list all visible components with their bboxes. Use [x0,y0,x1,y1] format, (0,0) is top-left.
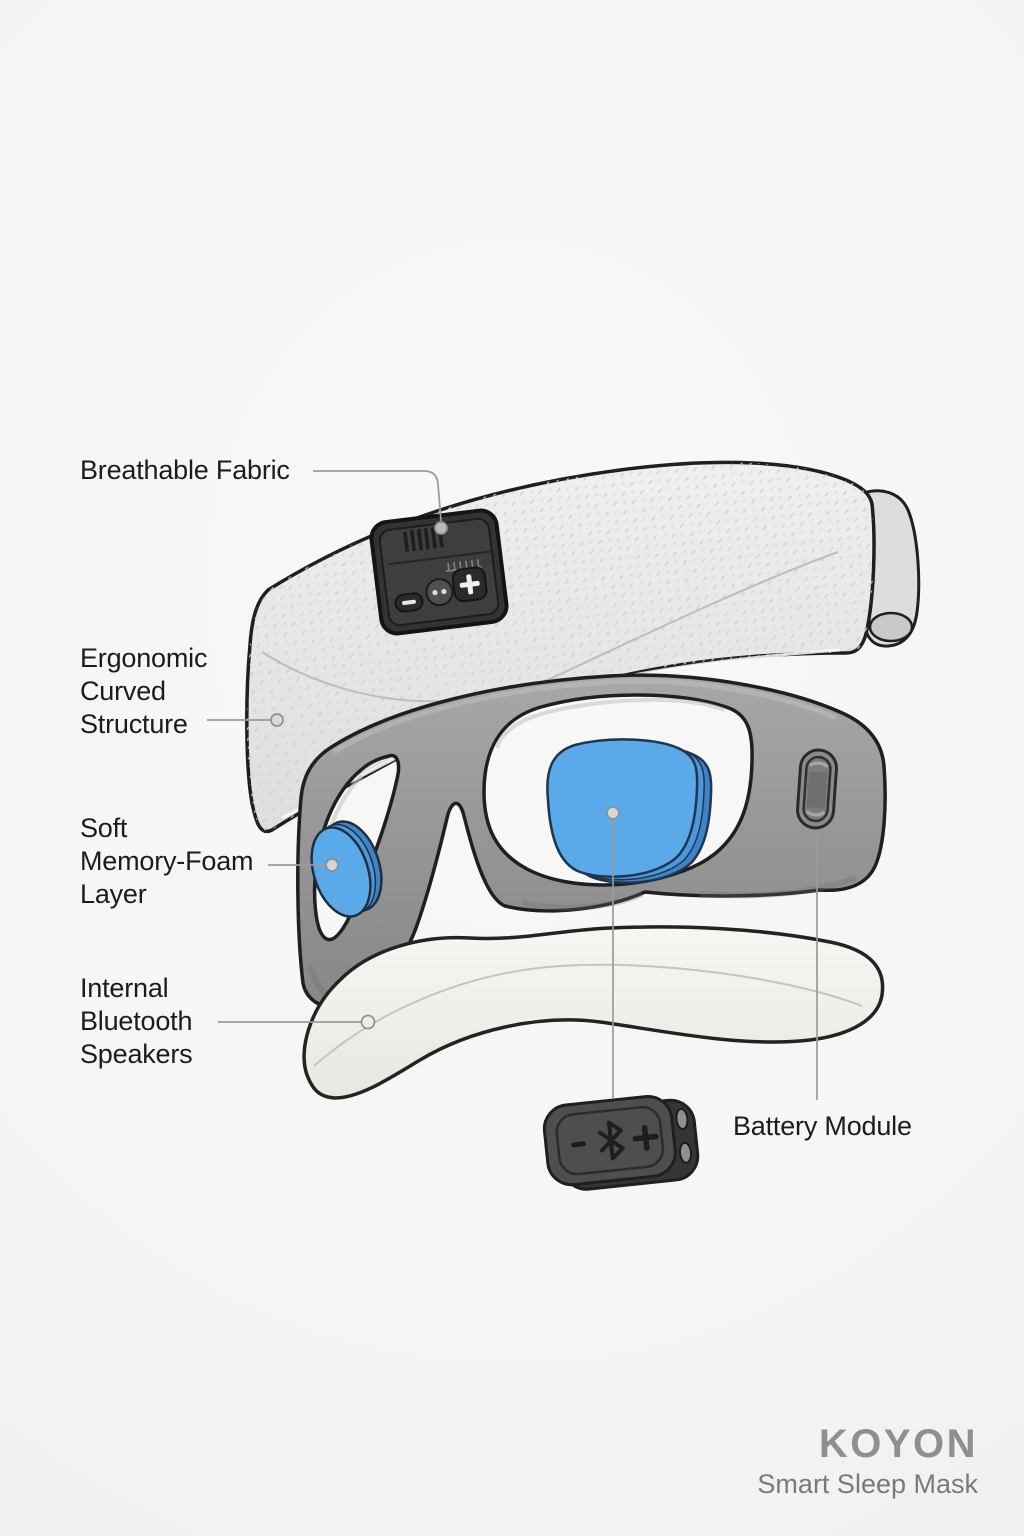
label-line: Breathable Fabric [80,455,290,485]
label-soft-memory-foam-layer: Soft Memory-Foam Layer [80,812,254,911]
volume-down-button[interactable] [394,592,424,613]
cushion-body [302,925,885,1100]
plus-icon [459,574,480,595]
dot-memory-foam [325,858,339,872]
minus-icon[interactable] [571,1141,587,1148]
speaker-vent-icon [403,527,444,552]
frame-top-highlight [332,678,838,755]
dot-breathable-fabric [434,521,448,535]
mask-frame [296,673,887,1010]
cushion-seam [313,963,863,1067]
plus-icon[interactable] [631,1124,660,1153]
headband-control-module [369,508,509,636]
battery-slot [796,748,838,830]
pod-slot-top [675,1108,689,1130]
brand-block: KOYON Smart Sleep Mask [757,1424,978,1498]
leader-breathable-fabric [313,470,442,522]
pod-slot-bottom [678,1141,693,1164]
label-line: Speakers [80,1039,193,1069]
leader-dots [270,521,620,1030]
dot-right-pad [606,806,620,820]
right-foam-pad [546,738,713,884]
label-ergonomic-curved-structure: Ergonomic Curved Structure [80,642,207,741]
label-line: Soft [80,813,128,843]
power-button[interactable] [425,578,454,607]
power-dots-icon [432,588,447,596]
module-divider [388,550,493,566]
label-line: Curved [80,676,166,706]
label-line: Bluetooth [80,1006,193,1036]
label-internal-bluetooth-speakers: Internal Bluetooth Speakers [80,972,193,1071]
left-foam-pad [310,820,383,918]
label-line: Structure [80,709,188,739]
dot-bluetooth-speakers [360,1014,376,1030]
label-breathable-fabric: Breathable Fabric [80,454,290,487]
eye-opening-rim-highlight [495,697,725,749]
brand-name: KOYON [818,1422,978,1466]
label-line: Battery Module [733,1111,912,1141]
label-line: Internal [80,973,169,1003]
dot-ergonomic [270,713,284,727]
pod-face [555,1105,665,1176]
label-line: Ergonomic [80,643,208,673]
inner-cushion [302,925,885,1100]
frame-body [296,673,887,1010]
battery-pod [542,1095,700,1191]
brand-tagline: Smart Sleep Mask [757,1469,978,1499]
minus-icon [402,599,416,605]
label-battery-module: Battery Module [733,1110,912,1143]
headband-seam [261,551,839,703]
leader-lines [207,470,818,1100]
volume-up-button[interactable] [451,566,488,603]
label-line: Layer [80,879,147,909]
curl-opening [868,611,914,643]
bluetooth-icon[interactable] [597,1120,625,1161]
label-line: Memory-Foam [80,846,254,876]
